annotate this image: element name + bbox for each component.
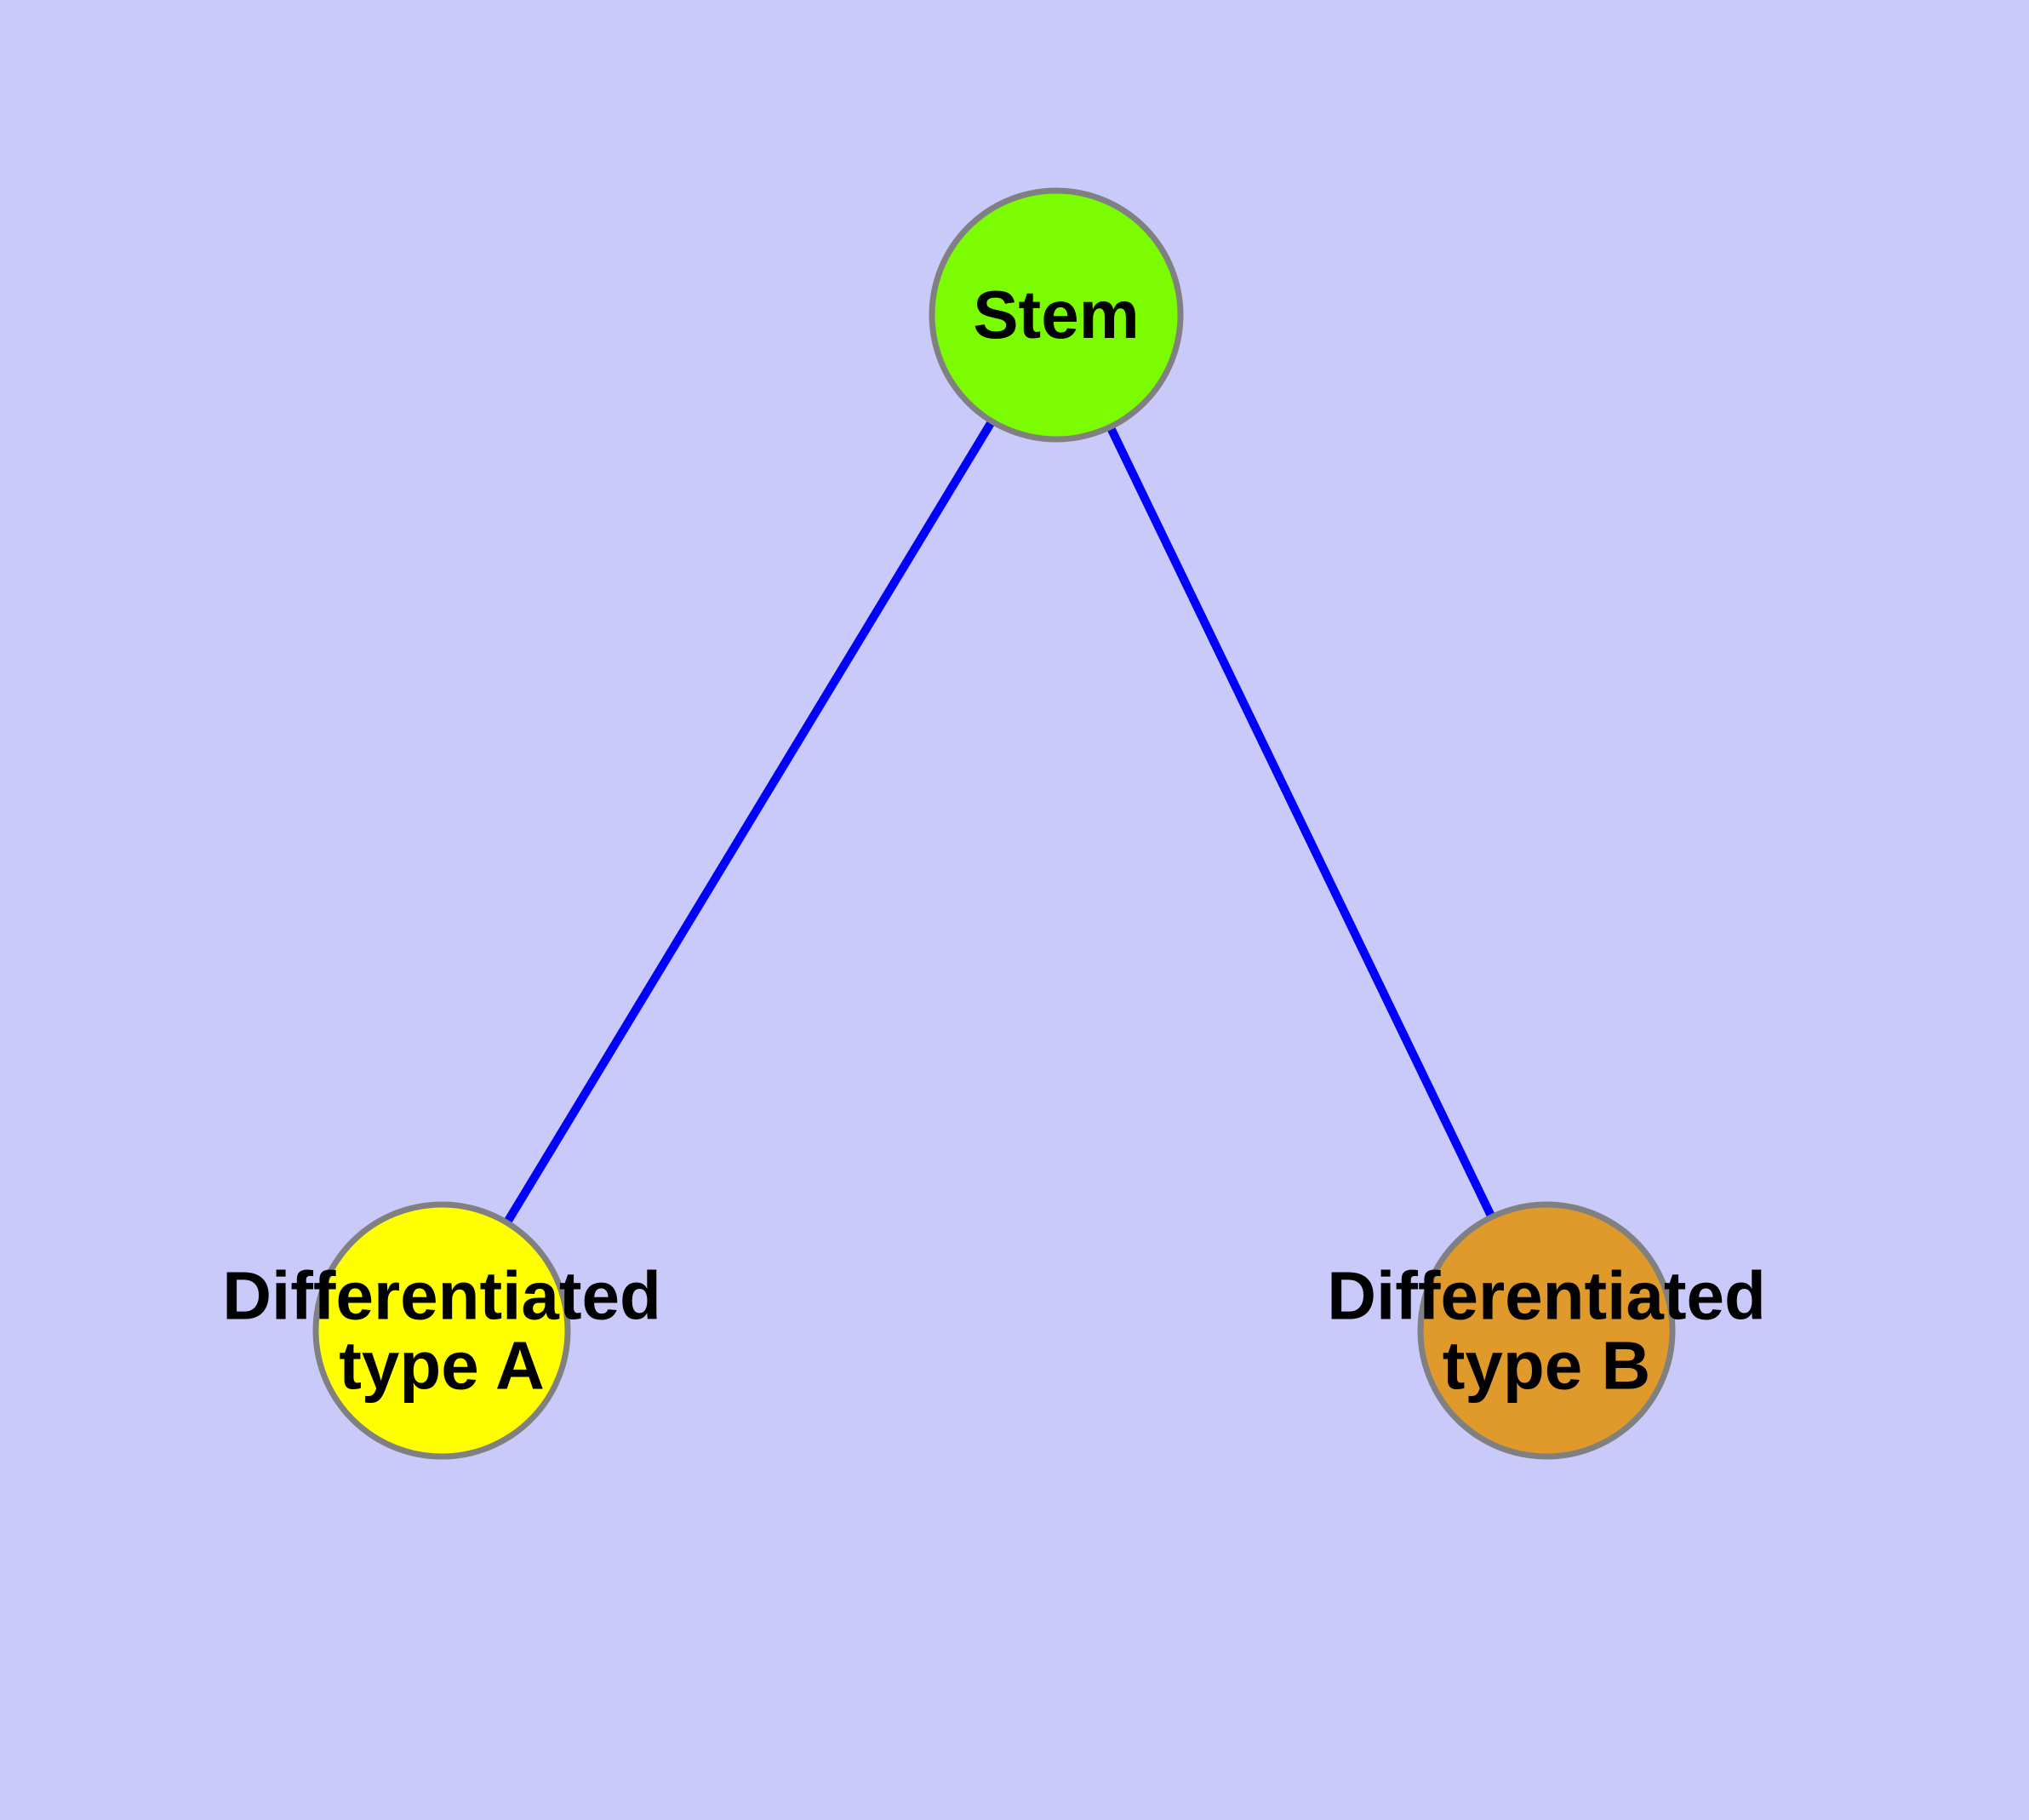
edge-stem-to-differentiated-type-b <box>1106 425 1496 1219</box>
edges-layer <box>503 419 1496 1225</box>
node-stem-circle[interactable] <box>929 187 1184 443</box>
node-differentiated-type-a-circle[interactable] <box>312 1201 571 1460</box>
node-differentiated-type-b-circle[interactable] <box>1417 1201 1676 1460</box>
edge-stem-to-differentiated-type-a <box>503 419 996 1225</box>
nodes-layer <box>312 187 1676 1460</box>
